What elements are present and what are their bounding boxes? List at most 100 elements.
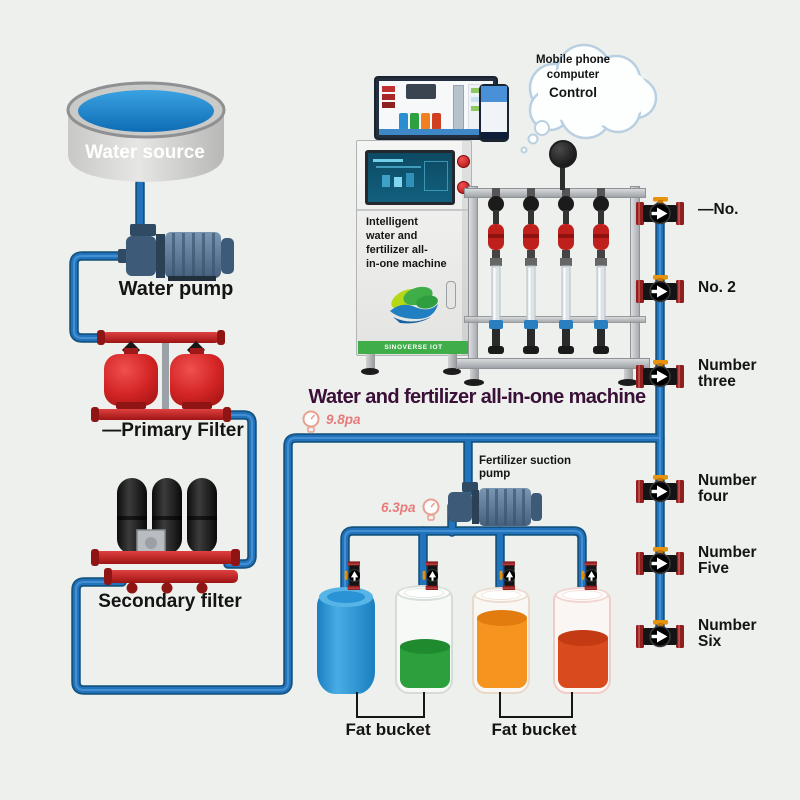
pressure-gauge-icon xyxy=(549,140,577,168)
thought-cloud xyxy=(520,43,658,154)
machine-leg xyxy=(470,367,479,381)
fertilizer-pump-label-line1: Fertilizer suction xyxy=(479,455,572,467)
venturi-injector xyxy=(484,188,508,360)
fertilizer-suction-pump xyxy=(448,482,542,526)
valve-no5 xyxy=(636,547,684,577)
fat-bucket-brace-1 xyxy=(356,692,425,718)
deco xyxy=(373,159,403,162)
deco xyxy=(376,166,421,168)
deco xyxy=(406,173,414,187)
deco xyxy=(379,129,493,135)
touchscreen-bezel xyxy=(365,150,455,205)
red-button xyxy=(457,155,470,168)
fertilizer-pump-label: Fertilizer suction pump xyxy=(479,455,589,481)
machine-leg xyxy=(448,354,457,370)
red-liquid-top xyxy=(558,630,608,646)
fertilizer-pump-label-line2: pump xyxy=(479,467,511,480)
valve-label-6: Number Six xyxy=(698,617,757,650)
orange-liquid xyxy=(477,618,527,688)
cloud-line-2: computer xyxy=(546,69,600,81)
cloud-line-1: Mobile phone xyxy=(535,54,611,66)
machine-foot xyxy=(464,379,484,386)
frame-rail xyxy=(456,358,650,369)
valve-no1 xyxy=(636,197,684,227)
bucket-valve xyxy=(485,544,515,590)
water-pump xyxy=(118,224,234,281)
venturi-injector xyxy=(519,188,543,360)
machine-caption: Water and fertilizer all-in-one machine xyxy=(308,386,646,408)
secondary-filter-label: Secondary filter xyxy=(98,591,242,612)
deco xyxy=(394,177,402,187)
deco xyxy=(481,132,507,139)
deco xyxy=(410,113,419,130)
deco xyxy=(399,113,408,130)
panel-line: fertilizer all- xyxy=(366,244,428,256)
gauge-icon-main xyxy=(302,410,320,433)
frame-rail xyxy=(464,316,646,323)
monitor-screen xyxy=(379,81,493,135)
green-liquid-top xyxy=(400,639,450,654)
deco xyxy=(462,141,471,355)
panel-line: in-one machine xyxy=(366,258,447,270)
gauge-main-value: 9.8pa xyxy=(326,412,361,427)
venturi-injector xyxy=(589,188,613,360)
primary-filter-label: —Primary Filter xyxy=(102,420,244,441)
dashboard-monitor xyxy=(374,76,498,140)
bucket-green xyxy=(395,585,453,694)
venturi-injector xyxy=(554,188,578,360)
machine-cabinet: Intelligent water and fertilizer all- in… xyxy=(356,140,472,356)
machine-leg xyxy=(366,354,375,370)
bucket-valve xyxy=(408,544,438,590)
bucket-red xyxy=(553,587,611,694)
bucket-lid-inner xyxy=(327,591,365,603)
orange-liquid-top xyxy=(477,610,527,626)
deco xyxy=(382,86,395,92)
frame-post xyxy=(468,186,478,368)
bucket-rim-inner xyxy=(404,588,444,598)
panel-line: Intelligent xyxy=(366,216,418,228)
brand-strip: SINOVERSE IOT xyxy=(358,341,469,354)
machine-foot xyxy=(618,379,638,386)
deco xyxy=(357,209,471,211)
water-source-tank xyxy=(66,81,226,182)
deco xyxy=(432,113,441,130)
bucket-orange xyxy=(472,587,530,694)
water-source-label: Water source xyxy=(85,142,205,163)
bucket-rim-inner xyxy=(481,590,521,600)
machine-leg xyxy=(624,367,633,381)
valve-label-3: Number three xyxy=(698,357,757,390)
water-pump-label: Water pump xyxy=(118,278,234,300)
fat-bucket-brace-2 xyxy=(499,692,573,718)
gauge-icon-suction xyxy=(422,498,440,521)
machine-panel-text: Intelligent water and fertilizer all- in… xyxy=(366,215,466,271)
fat-bucket-label-2: Fat bucket xyxy=(491,720,577,739)
bucket-valve xyxy=(330,544,360,590)
valve-no2 xyxy=(636,275,684,305)
gauge-stem xyxy=(560,164,565,190)
deco xyxy=(424,161,448,191)
deco xyxy=(406,84,436,99)
valve-label-5: Number Five xyxy=(698,544,757,577)
valve-label-4: Number four xyxy=(698,472,757,505)
deco xyxy=(382,94,395,100)
mobile-phone xyxy=(479,84,509,142)
panel-line: water and xyxy=(366,230,418,242)
bucket-valve xyxy=(567,544,597,590)
deco xyxy=(481,102,507,132)
gauge-suction-value: 6.3pa xyxy=(381,500,416,515)
deco xyxy=(481,86,507,102)
brand-logo xyxy=(390,286,438,324)
fat-bucket-label-1: Fat bucket xyxy=(345,720,431,739)
bucket-rim-inner xyxy=(562,590,602,600)
valve-no4 xyxy=(636,475,684,505)
secondary-filter xyxy=(91,478,240,594)
deco xyxy=(453,85,464,131)
bucket-blue xyxy=(317,587,375,694)
machine-foot xyxy=(361,368,379,375)
valve-no6 xyxy=(636,620,684,650)
deco xyxy=(382,175,390,187)
door-handle xyxy=(446,281,456,309)
valve-label-2: No. 2 xyxy=(698,279,736,296)
valve-label-1: —No. xyxy=(698,201,739,218)
